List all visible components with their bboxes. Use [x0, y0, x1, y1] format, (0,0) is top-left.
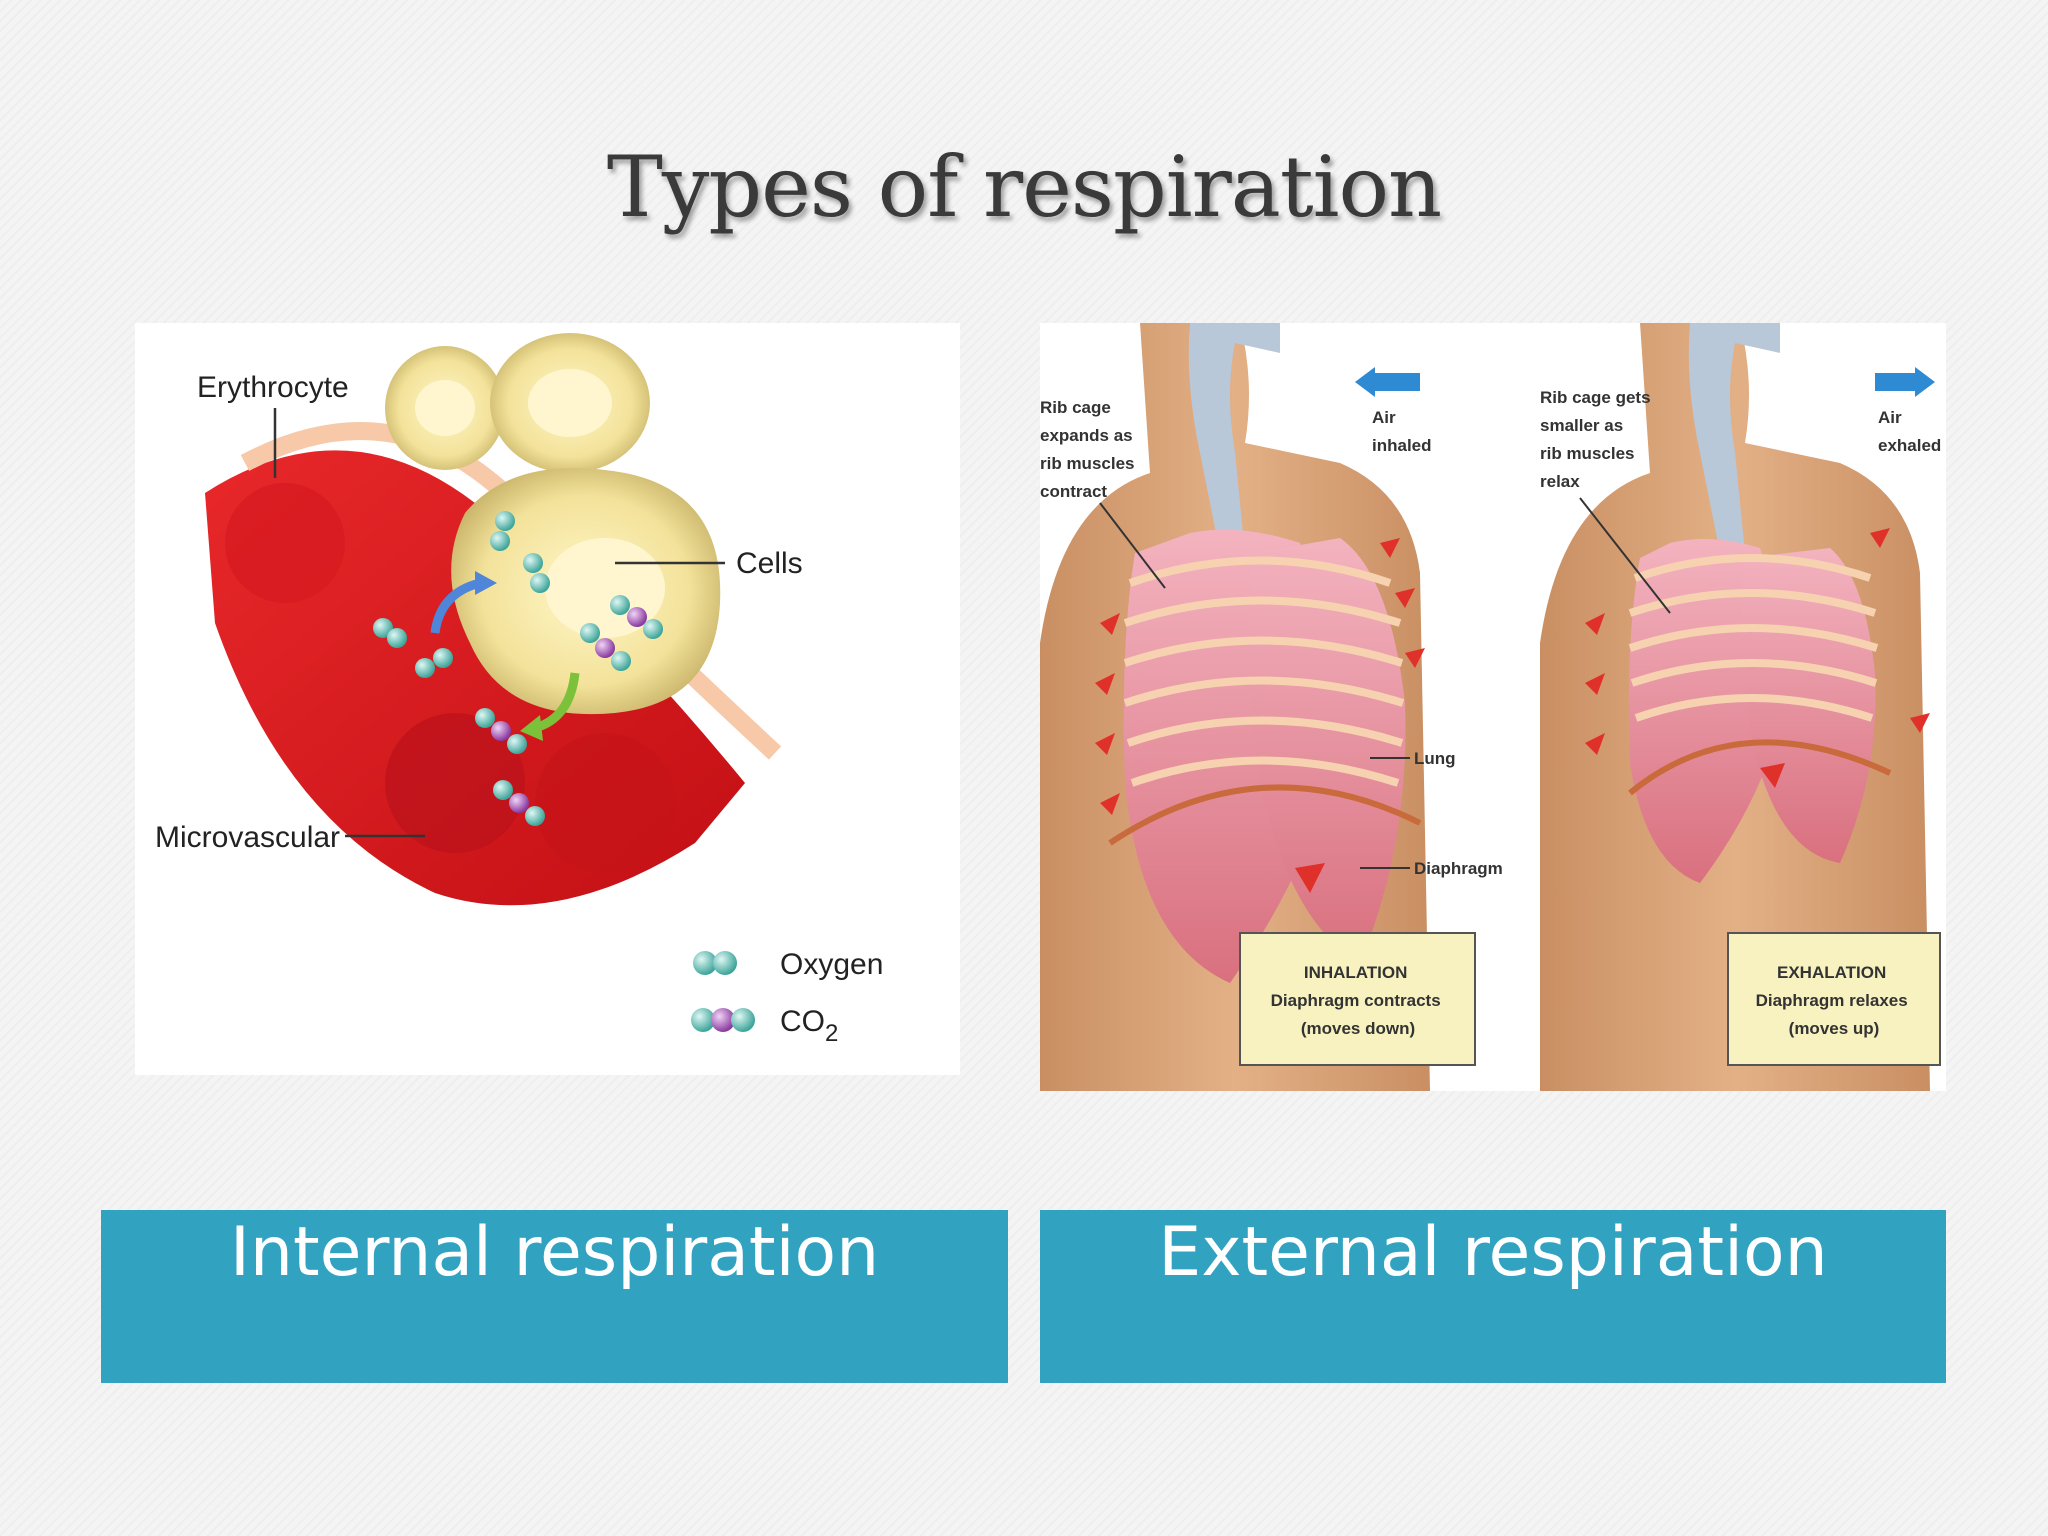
air-inhaled-text: Air inhaled — [1372, 408, 1432, 455]
exhale-rib-cage-text: Rib cage gets smaller as rib muscles rel… — [1540, 388, 1655, 491]
exhalation-figure — [1540, 323, 1935, 1091]
exhalation-box-text: EXHALATION Diaphragm relaxes (moves up) — [1756, 963, 1913, 1038]
external-respiration-caption: External respiration — [1040, 1210, 1946, 1383]
legend: Oxygen CO2 — [691, 948, 883, 1047]
cells-label: Cells — [736, 547, 803, 580]
diaphragm-label: Diaphragm — [1414, 859, 1503, 878]
slide-title: Types of respiration — [606, 138, 1442, 236]
internal-respiration-diagram: Erythrocyte Cells Microvascular Oxygen C… — [135, 323, 960, 1075]
inhalation-box-text: INHALATION Diaphragm contracts (moves do… — [1271, 963, 1446, 1038]
oxygen-molecules — [373, 511, 550, 678]
oxygen-arrow-icon — [430, 578, 482, 634]
legend-co2-subscript: 2 — [825, 1020, 838, 1047]
lung-label: Lung — [1414, 749, 1456, 768]
svg-text:CO2: CO2 — [780, 1005, 838, 1047]
inhalation-figure — [1040, 323, 1430, 1091]
legend-oxygen-label: Oxygen — [780, 948, 883, 981]
internal-respiration-caption: Internal respiration — [101, 1210, 1008, 1383]
microvascular-label: Microvascular — [155, 821, 340, 854]
exhalation-box — [1727, 932, 1941, 1066]
inhalation-box — [1239, 932, 1476, 1066]
legend-co2-label: CO — [780, 1005, 825, 1038]
co2-molecules — [475, 595, 663, 826]
inhale-rib-cage-text: Rib cage expands as rib muscles contract — [1040, 398, 1139, 501]
air-exhaled-text: Air exhaled — [1878, 408, 1941, 455]
external-respiration-diagram: Rib cage expands as rib muscles contract… — [1040, 323, 1946, 1091]
erythrocyte-label: Erythrocyte — [197, 371, 349, 404]
